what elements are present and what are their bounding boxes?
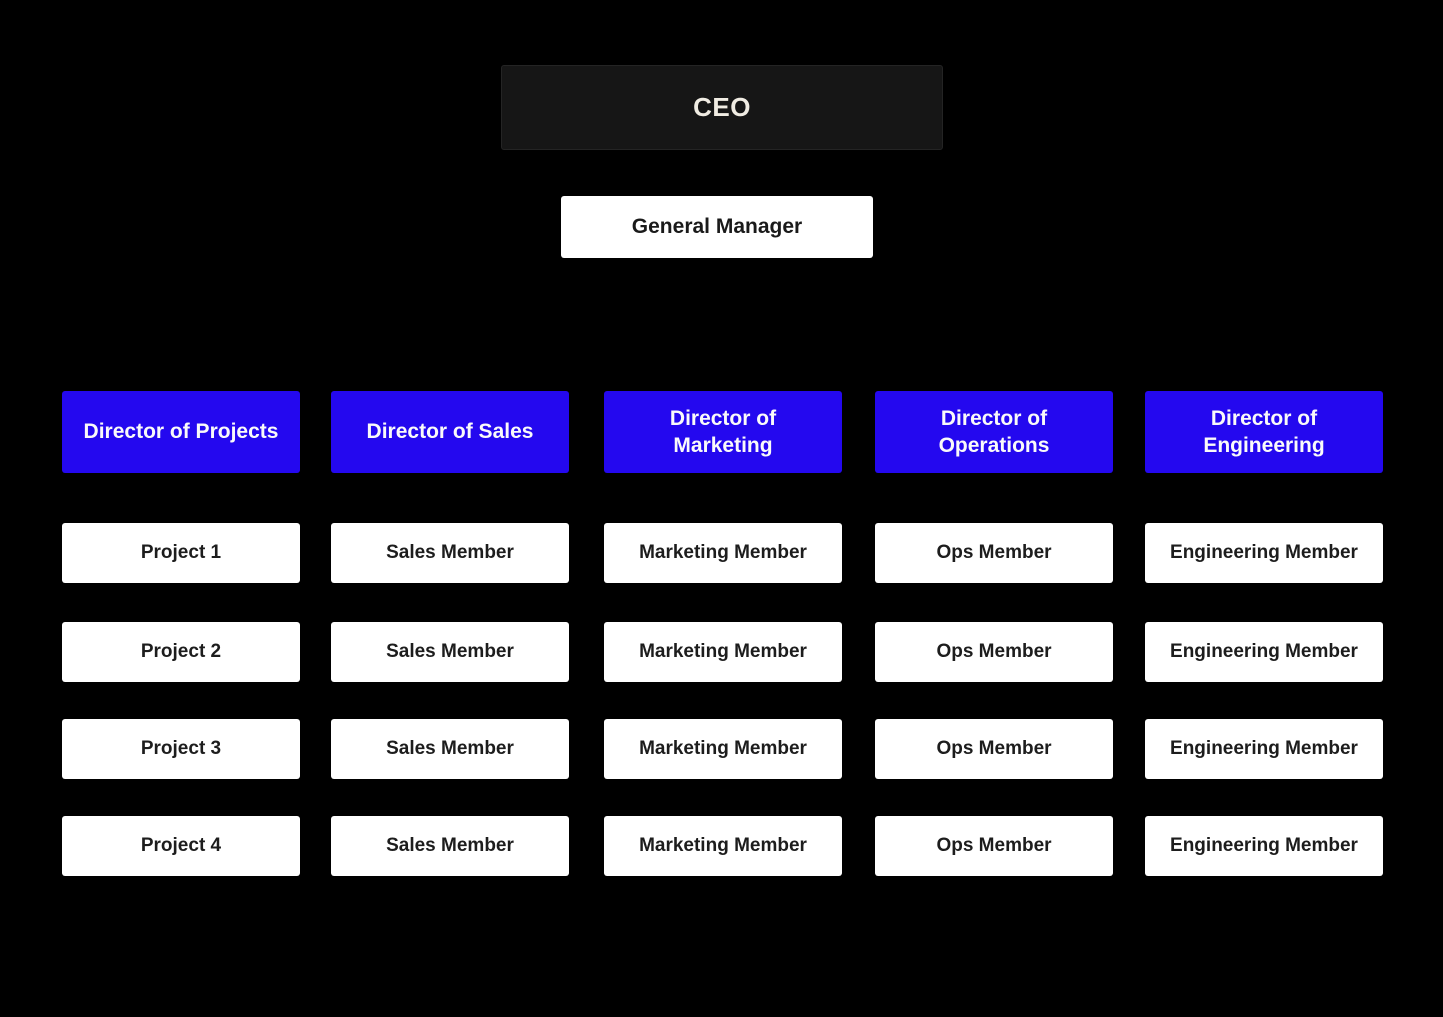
connector-arrow-icon: [175, 387, 187, 394]
member-node: Marketing Member: [604, 523, 842, 583]
member-node: Project 3: [62, 719, 300, 779]
general-manager-node: General Manager: [561, 196, 873, 258]
member-node: Ops Member: [875, 622, 1113, 682]
director-node-marketing: Director of Marketing: [604, 391, 842, 473]
member-node: Project 1: [62, 523, 300, 583]
member-node: Marketing Member: [604, 816, 842, 876]
director-node-sales: Director of Sales: [331, 391, 569, 473]
member-node: Ops Member: [875, 816, 1113, 876]
member-node: Sales Member: [331, 816, 569, 876]
member-node: Project 4: [62, 816, 300, 876]
member-node: Engineering Member: [1145, 719, 1383, 779]
member-node: Engineering Member: [1145, 523, 1383, 583]
member-node: Sales Member: [331, 719, 569, 779]
director-node-engineering: Director of Engineering: [1145, 391, 1383, 473]
member-node: Engineering Member: [1145, 816, 1383, 876]
ceo-node: CEO: [501, 65, 943, 150]
director-node-operations: Director of Operations: [875, 391, 1113, 473]
director-node-projects: Director of Projects: [62, 391, 300, 473]
connector-arrow-icon: [717, 387, 729, 394]
member-node: Sales Member: [331, 523, 569, 583]
connector-arrow-icon: [445, 387, 457, 394]
member-node: Project 2: [62, 622, 300, 682]
member-node: Marketing Member: [604, 622, 842, 682]
member-node: Ops Member: [875, 523, 1113, 583]
member-node: Marketing Member: [604, 719, 842, 779]
connector-arrow-icon: [1258, 387, 1270, 394]
member-node: Sales Member: [331, 622, 569, 682]
member-node: Ops Member: [875, 719, 1113, 779]
connector-arrow-icon: [988, 387, 1000, 394]
member-node: Engineering Member: [1145, 622, 1383, 682]
